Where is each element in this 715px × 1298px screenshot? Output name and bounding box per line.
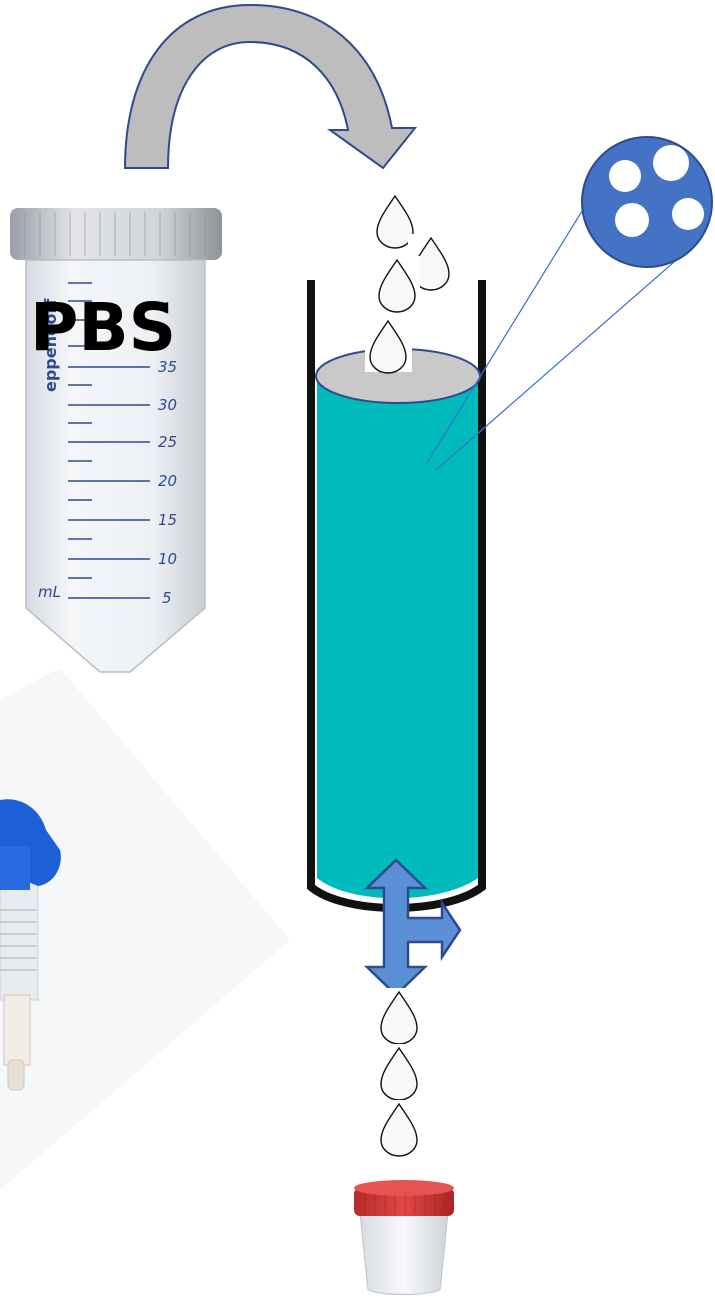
porous-bead-icon	[582, 137, 712, 267]
stopcock-icon	[0, 668, 290, 1190]
droplet-icon	[375, 1044, 423, 1100]
curved-arrow-icon	[125, 5, 415, 168]
specimen-cup-icon	[354, 1180, 454, 1295]
tube-unit: mL	[38, 583, 61, 601]
tick-label-10: 10	[158, 550, 177, 568]
falcon-tube: eppendorf 4 35 30 25 20 15 10 5	[10, 208, 222, 672]
tick-label-30: 30	[158, 396, 177, 414]
tick-label-20: 20	[158, 472, 177, 490]
tick-label-15: 15	[158, 511, 177, 529]
droplet-icon	[365, 318, 412, 373]
droplet-icon	[374, 256, 420, 312]
droplet-icon	[375, 988, 423, 1044]
chromatography-column	[311, 280, 482, 908]
tick-label-5: 5	[162, 589, 172, 607]
tube-label: PBS	[30, 289, 176, 366]
tick-label-25: 25	[158, 433, 177, 451]
droplet-icon	[375, 1100, 423, 1156]
